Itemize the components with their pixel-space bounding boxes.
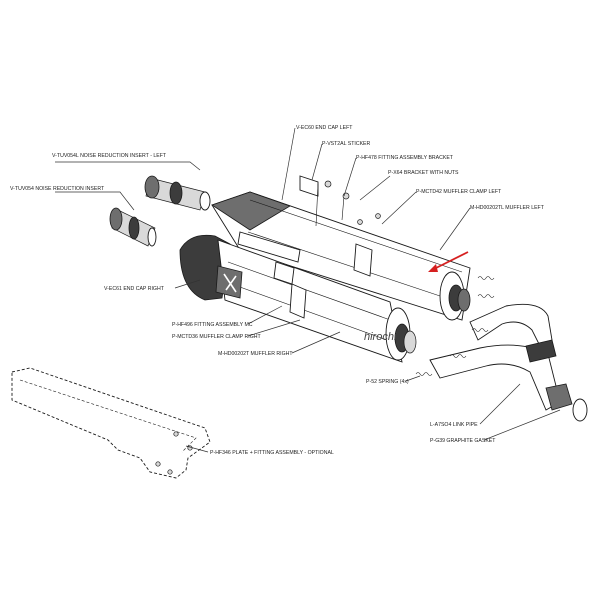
muffler-left-part: [211, 191, 471, 321]
watermark: hirochi: [364, 331, 397, 343]
leader-lines: [55, 127, 561, 453]
label-fitting-assembly-bracket: P-HF478 FITTING ASSEMBLY BRACKET: [356, 155, 454, 161]
link-pipe-part: [429, 303, 588, 422]
red-arrow: [428, 251, 469, 272]
label-muffler-right: M-HD00202T MUFFLER RIGHT: [218, 351, 293, 357]
brackets-and-clamps: [237, 175, 381, 319]
label-bracket-with-nuts: P-X64 BRACKET WITH NUTS: [388, 170, 459, 176]
label-spring: P-52 SPRING (4x): [366, 379, 409, 385]
springs: [415, 276, 495, 376]
label-plate-assembly: P-HF346 PLATE + FITTING ASSEMBLY - OPTIO…: [210, 450, 334, 456]
label-end-cap-left: V-EC60 END CAP LEFT: [296, 125, 353, 131]
part-labels: V-EC60 END CAP LEFT P-VST2AL STICKER P-H…: [10, 125, 545, 456]
label-muffler-clamp-left: P-MCTD42 MUFFLER CLAMP LEFT: [416, 189, 502, 195]
label-fitting-assembly-mc: P-HF496 FITTING ASSEMBLY MC: [172, 322, 253, 328]
label-muffler-clamp-right: P-MCTD36 MUFFLER CLAMP RIGHT: [172, 334, 262, 340]
label-noise-insert-left: V-TUV054L NOISE REDUCTION INSERT - LEFT: [52, 153, 167, 159]
noise-insert-left-part: [144, 175, 211, 211]
label-link-pipe: L-A7SO4 LINK PIPE: [430, 422, 478, 428]
label-muffler-left: M-HD00202TL MUFFLER LEFT: [470, 205, 545, 211]
muffler-right-part: [179, 234, 417, 363]
label-noise-insert: V-TUV054 NOISE REDUCTION INSERT: [10, 186, 105, 192]
label-sticker: P-VST2AL STICKER: [322, 141, 370, 147]
label-graphite-gasket: P-G39 GRAPHITE GASKET: [430, 438, 496, 444]
noise-insert-part: [109, 207, 157, 247]
label-end-cap-right: V-EC61 END CAP RIGHT: [104, 286, 165, 292]
optional-plate: [11, 367, 211, 479]
